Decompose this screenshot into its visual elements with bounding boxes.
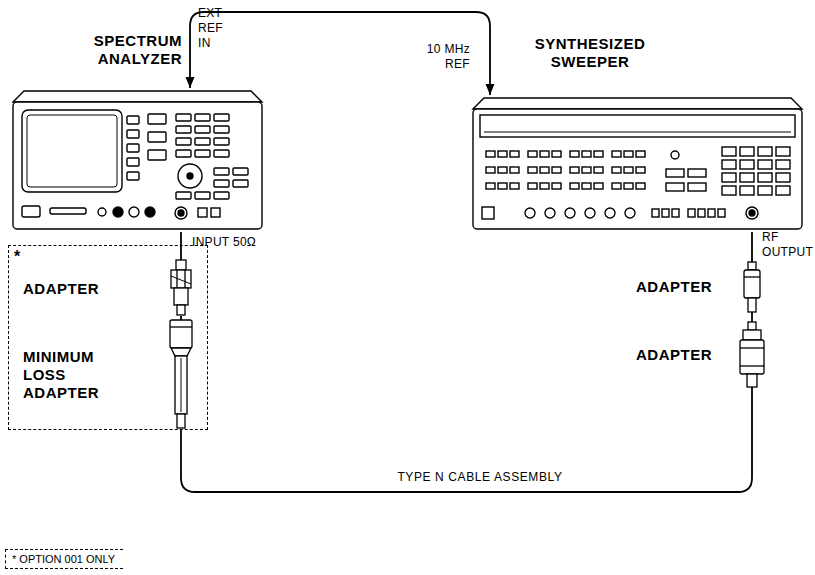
adapter: ADAPTER <box>17 261 202 316</box>
arrowhead <box>486 84 495 95</box>
cable-line <box>751 312 753 322</box>
arrowhead <box>186 77 195 88</box>
cable-line <box>190 12 490 95</box>
legend-box: * OPTION 001 ONLY <box>5 549 123 569</box>
spectrum-analyzer: SPECTRUM ANALYZER <box>10 88 265 232</box>
node-title: SYNTHESIZED SWEEPER <box>525 35 655 71</box>
option-group-box: *ADAPTER MINIMUM LOSS ADAPTER <box>8 245 208 430</box>
rf-cable <box>181 232 182 261</box>
port-label: INPUT 50Ω <box>192 235 256 250</box>
node-title: ADAPTER <box>636 346 712 364</box>
synthesized-sweeper: SYNTHESIZED SWEEPER <box>470 95 805 232</box>
port-label: EXT REF IN <box>198 6 232 51</box>
node-title: ADAPTER <box>23 280 99 298</box>
adapter: ADAPTER <box>630 322 770 387</box>
rf-cable <box>181 387 752 492</box>
port-label: 10 MHz REF <box>414 42 470 72</box>
cable-line <box>181 387 752 492</box>
node-title: ADAPTER <box>636 278 712 296</box>
rf-cable <box>752 312 753 322</box>
spectrum-analyzer-drawing <box>10 88 265 232</box>
cable-line <box>180 232 182 261</box>
node-title: * <box>14 248 20 266</box>
minimum-loss-adapter: MINIMUM LOSS ADAPTER <box>17 321 202 429</box>
port-label: RF OUTPUT <box>762 230 812 260</box>
legend-text: * OPTION 001 ONLY <box>12 553 115 565</box>
rf-cable <box>752 232 753 262</box>
synthesized-sweeper-drawing <box>470 95 805 232</box>
reference-cable <box>186 12 495 95</box>
cable-label: TYPE N CABLE ASSEMBLY <box>394 470 565 484</box>
adapter: ADAPTER <box>630 262 770 312</box>
node-title: SPECTRUM ANALYZER <box>68 32 182 68</box>
cable-line <box>751 232 753 262</box>
node-title: MINIMUM LOSS ADAPTER <box>23 348 127 402</box>
